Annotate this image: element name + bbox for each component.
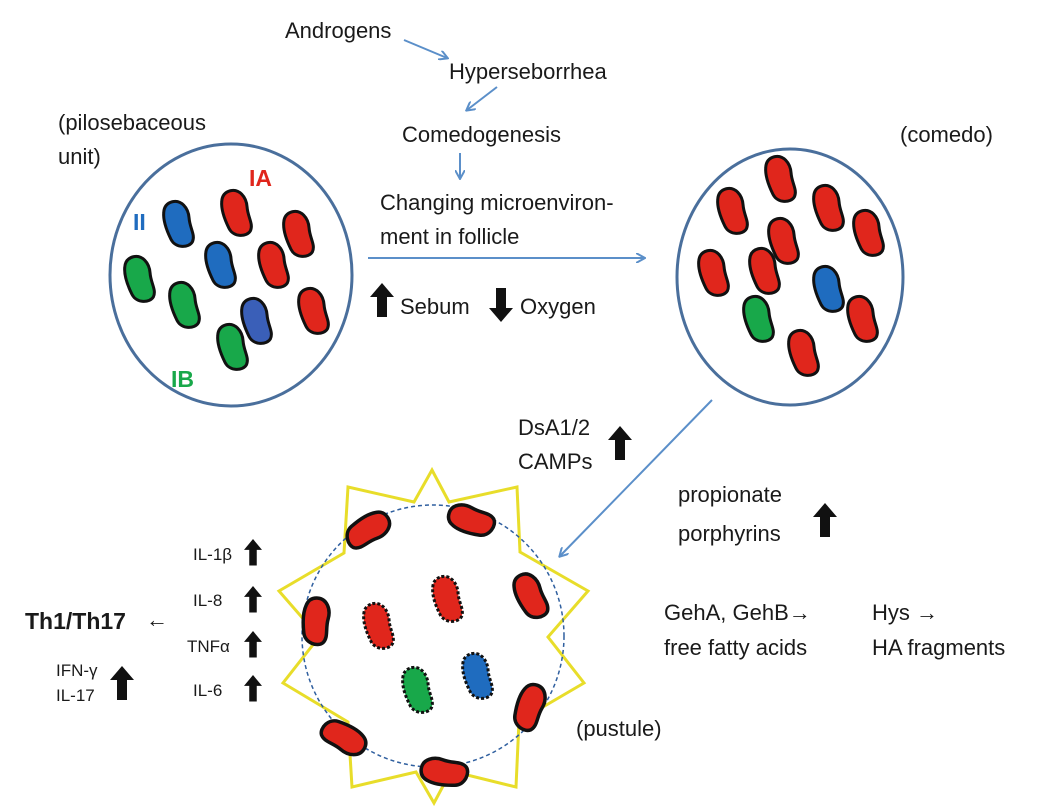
up-arrow-icon [813,503,837,537]
cytokine-tnfa-label: TNFα [187,637,230,656]
bacterium-ia [693,246,733,301]
bacterium-ib [738,292,778,347]
bacterium-ia [507,568,554,625]
bacterium-ia [842,292,882,347]
bacterium-ia [712,184,752,239]
ifn-gamma-label: IFN-γ [56,661,98,680]
up-arrow-icon [244,539,262,566]
up-arrow-icon [244,675,262,702]
pilosebaceous-label-line2: unit) [58,144,101,169]
cytokine-il8-label: IL-8 [193,591,223,610]
strain-ib-label: IB [171,366,194,392]
bacterium-ia [808,181,848,236]
bacterium-ia [848,206,888,261]
arrow-comedo-to-pustule [560,399,713,556]
virulence-label-line1: DsA1/2 [518,415,591,440]
cascade-arrows [368,39,713,556]
comedo-circle [675,147,905,407]
arrow-androgens-to-hyperseborrhea [403,39,447,58]
strain-ii-label: II [133,209,146,235]
bacterium-ia [293,284,333,339]
comedo-label: (comedo) [900,122,993,147]
bacterium-ii [457,649,497,704]
up-arrow-icon [244,586,262,613]
geh-label-line1: GehA, GehB→ [664,600,811,625]
pustule-label: (pustule) [576,716,662,741]
up-arrow-icon [110,666,134,700]
cytokine-il1b-label: IL-1β [193,545,233,564]
microenvironment-label-line2: ment in follicle [380,224,520,249]
pilosebaceous-bacteria [119,186,333,375]
bacterium-ia [507,679,551,735]
up-arrow-icon [244,631,262,658]
metabolites-label-line1: propionate [678,482,782,507]
bacterium-ia [299,595,333,648]
bacterium-ia [358,599,398,654]
metabolites-label-line2: porphyrins [678,521,781,546]
geh-label-line2: free fatty acids [664,635,808,660]
bacterium-ia [278,207,318,262]
hys-label-line1: Hys → [872,600,938,625]
bacterium-ib [397,663,437,718]
strain-ia-label: IA [249,165,272,191]
bacterium-ii [808,262,848,317]
bacterium-ib [119,252,159,307]
th-label: Th1/Th17 [25,608,126,634]
bacterium-ia [427,572,467,627]
bacterium-ii [158,197,198,252]
hys-label-line2: HA fragments [872,635,1006,660]
up-arrow-icon [370,283,394,317]
virulence-label-line2: CAMPs [518,449,593,474]
cytokine-il6-label: IL-6 [193,681,223,700]
sebum-label: Sebum [400,294,470,319]
bacterium-ia [417,754,471,791]
bacterium-ia [315,712,373,762]
pilosebaceous-circle [108,142,354,408]
comedogenesis-label: Comedogenesis [402,122,561,147]
hyperseborrhea-label: Hyperseborrhea [449,59,607,84]
bacterium-ia [216,186,256,241]
up-arrow-icon [608,426,632,460]
comedo-bacteria [693,152,888,381]
oxygen-label: Oxygen [520,294,596,319]
bacterium-ii [200,238,240,293]
microenvironment-label-line1: Changing microenviron- [380,190,614,215]
bacterium-ib [164,278,204,333]
th-arrow-label: ← [146,607,168,632]
bacterium-ia [339,505,397,554]
bacterium-ia [783,326,823,381]
pustule-wall-bacteria [299,499,554,791]
arrow-hyperseborrhea-to-comedogenesis [467,86,498,110]
bacterium-ia [443,499,499,543]
pilosebaceous-label-line1: (pilosebaceous [58,110,206,135]
androgens-label: Androgens [285,18,392,43]
il17-label: IL-17 [56,686,95,705]
down-arrow-icon [489,288,513,322]
bacterium-ia [253,238,293,293]
pustule-inner-bacteria [358,572,497,718]
bacterium-ia [760,152,800,207]
